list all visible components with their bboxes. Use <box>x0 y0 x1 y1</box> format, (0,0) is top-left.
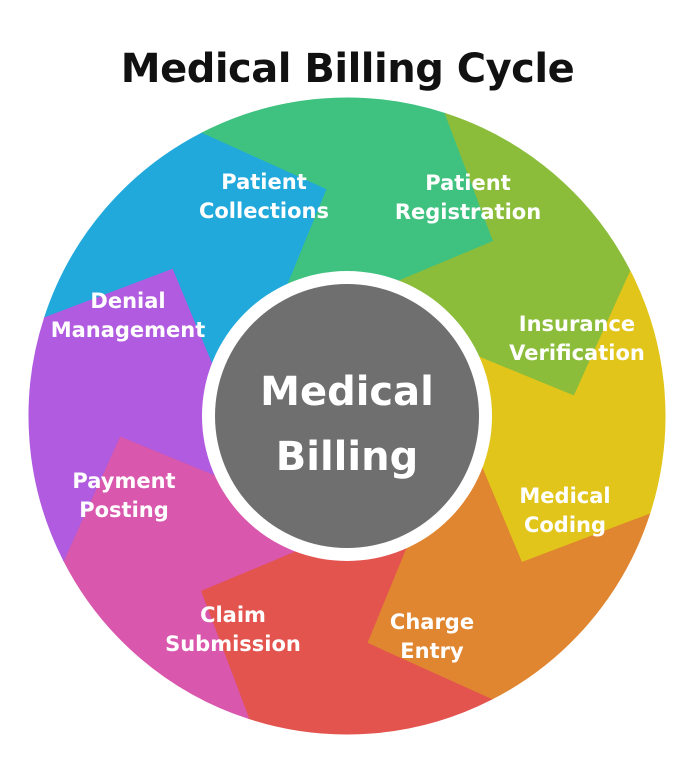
segment-label-patient-collections-2: Collections <box>199 199 329 223</box>
segment-label-insurance-verification-1: Insurance <box>519 312 635 336</box>
segment-label-medical-coding-1: Medical <box>519 484 610 508</box>
segment-label-denial-management-1: Denial <box>90 289 165 313</box>
segment-label-patient-registration-2: Registration <box>395 200 541 224</box>
segment-label-payment-posting-2: Posting <box>79 498 169 522</box>
segment-label-insurance-verification-2: Verification <box>509 341 645 365</box>
diagram-title: Medical Billing Cycle <box>120 46 575 92</box>
center-circle <box>215 284 479 548</box>
segment-label-claim-submission-1: Claim <box>200 603 266 627</box>
segment-label-medical-coding-2: Coding <box>524 513 606 537</box>
center-label-line-2: Billing <box>276 434 418 480</box>
segment-label-charge-entry-1: Charge <box>390 610 474 634</box>
segment-label-patient-registration-1: Patient <box>425 171 510 195</box>
segment-label-charge-entry-2: Entry <box>400 639 464 663</box>
segment-label-patient-collections-1: Patient <box>221 170 306 194</box>
segment-label-claim-submission-2: Submission <box>165 632 301 656</box>
segment-label-payment-posting-1: Payment <box>72 469 175 493</box>
segment-label-denial-management-2: Management <box>51 318 206 342</box>
center-label-line-1: Medical <box>260 369 434 415</box>
